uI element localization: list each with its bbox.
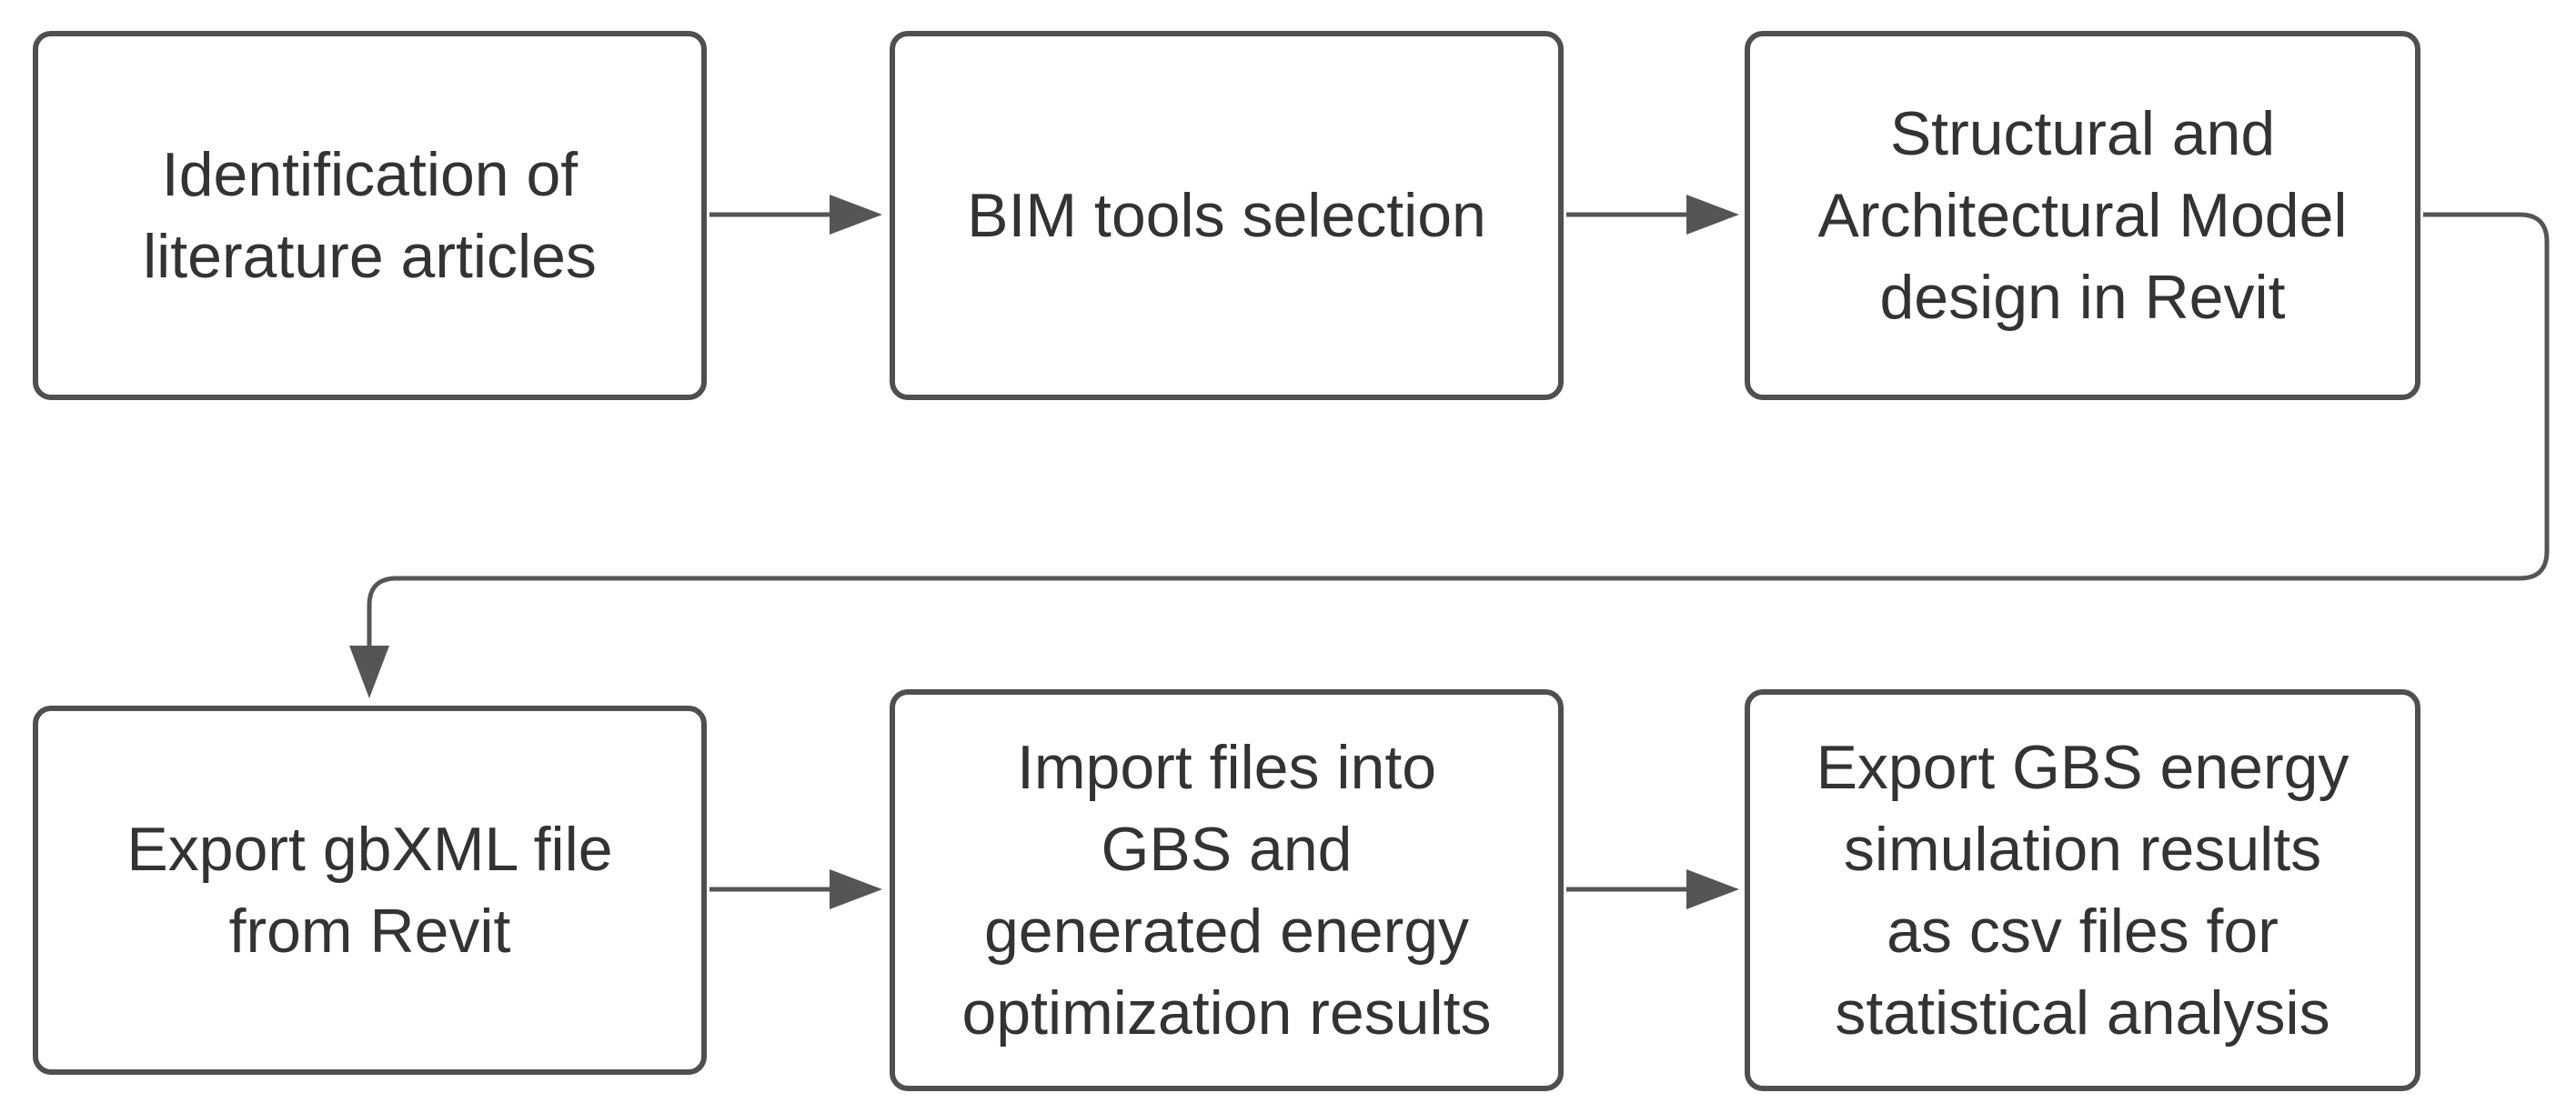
step-label: Export GBS energy simulation results as … bbox=[1816, 733, 2350, 1048]
step-label: Import files into GBS and generated ener… bbox=[961, 733, 1492, 1048]
step-identification-of-literature: Identification of literature articles bbox=[33, 31, 707, 400]
step-label: BIM tools selection bbox=[967, 181, 1486, 250]
step-export-gbs-results: Export GBS energy simulation results as … bbox=[1745, 689, 2420, 1091]
arrow-step2-to-step3 bbox=[1566, 195, 1739, 235]
step-export-gbxml: Export gbXML file from Revit bbox=[33, 706, 707, 1075]
arrow-step5-to-step6 bbox=[1566, 869, 1739, 909]
step-label: Identification of literature articles bbox=[143, 140, 597, 291]
step-label: Export gbXML file from Revit bbox=[126, 815, 613, 966]
arrow-step1-to-step2 bbox=[709, 195, 882, 235]
arrow-step3-to-step4 bbox=[349, 212, 2550, 698]
step-import-into-gbs: Import files into GBS and generated ener… bbox=[890, 689, 1564, 1091]
step-label: Structural and Architectural Model desig… bbox=[1817, 99, 2348, 332]
step-bim-tools-selection: BIM tools selection bbox=[890, 31, 1564, 400]
arrow-step4-to-step5 bbox=[709, 869, 882, 909]
step-model-design-in-revit: Structural and Architectural Model desig… bbox=[1745, 31, 2420, 400]
